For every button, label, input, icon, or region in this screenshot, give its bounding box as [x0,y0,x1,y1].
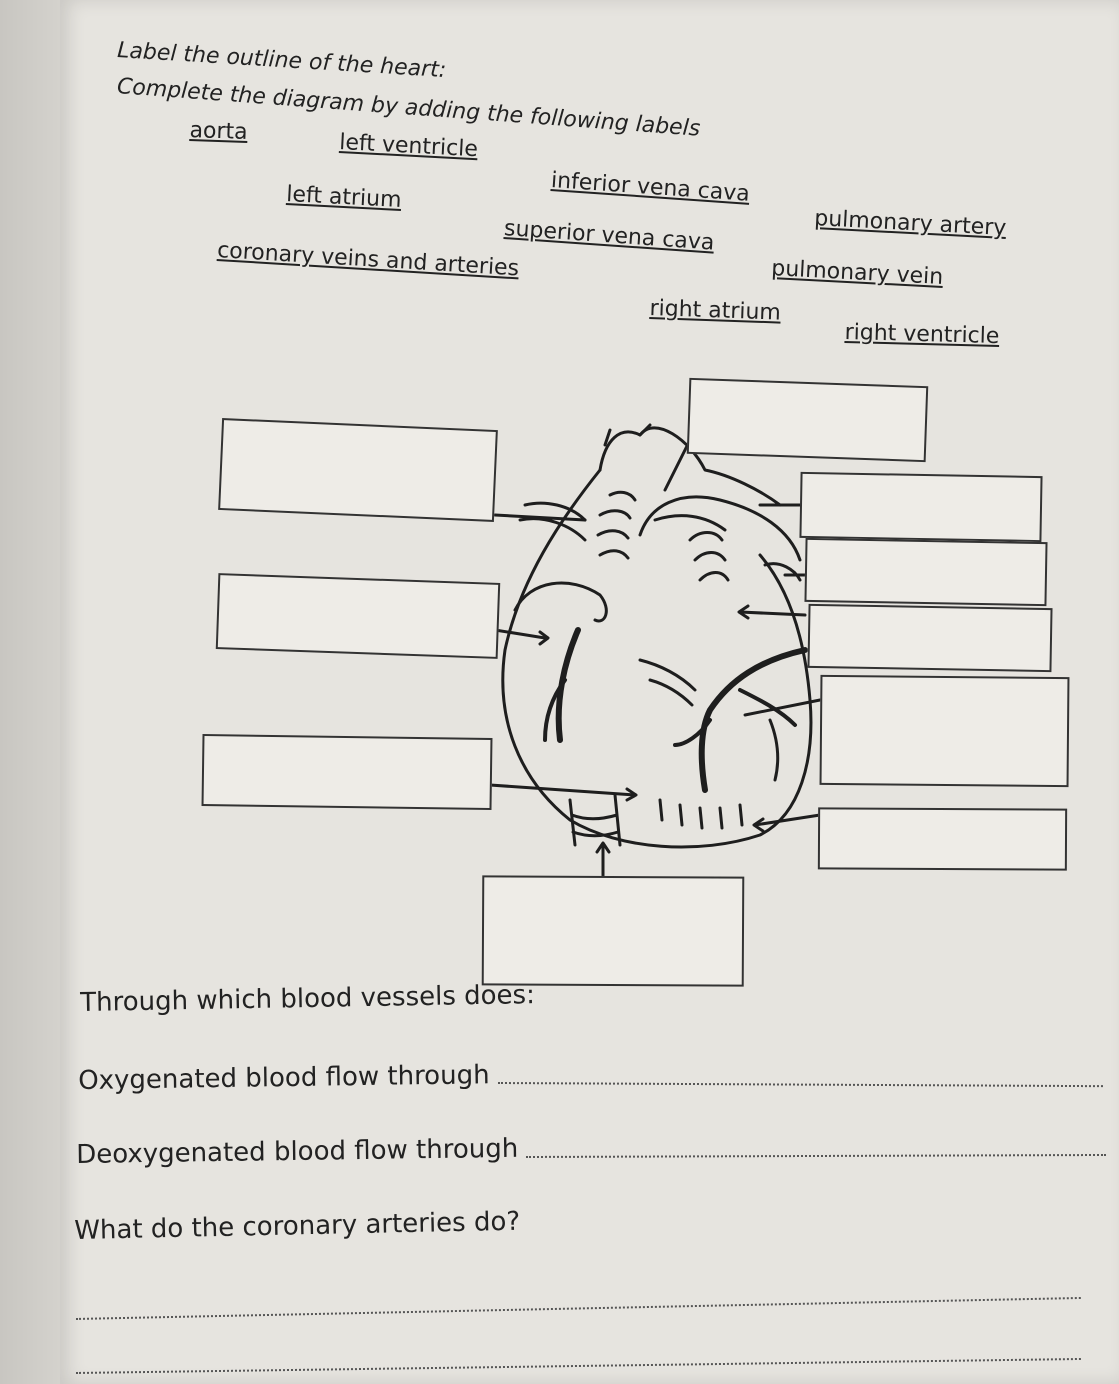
label-box-left-3[interactable] [201,733,493,811]
label-box-top[interactable] [686,377,929,463]
label-box-right-1[interactable] [799,471,1043,543]
label-box-bottom[interactable] [481,875,745,987]
word-bank-item: right ventricle [844,320,1000,350]
label-box-left-1[interactable] [218,418,498,522]
label-box-right-2[interactable] [804,537,1048,607]
page-gutter [0,0,60,1384]
word-bank-item: aorta [189,118,249,146]
word-bank-item: right atrium [649,296,782,326]
question-deoxygenated: Deoxygenated blood flow through [76,1133,519,1170]
label-box-right-5[interactable] [817,807,1068,871]
label-box-right-4[interactable] [819,674,1070,788]
label-box-left-2[interactable] [215,573,501,659]
question-oxygenated: Oxygenated blood flow through [78,1060,490,1096]
label-box-right-3[interactable] [807,603,1053,673]
